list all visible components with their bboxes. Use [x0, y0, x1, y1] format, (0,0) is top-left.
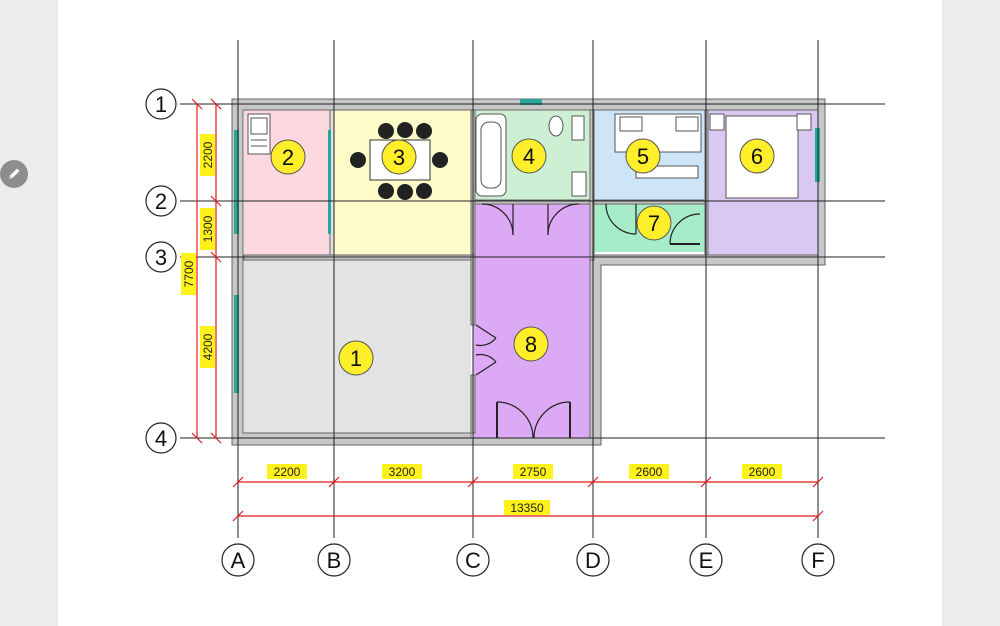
doors [475, 203, 701, 439]
room-marker-1 [338, 340, 374, 376]
row-label-2: 2 [155, 189, 167, 214]
row-marker-3 [145, 241, 177, 273]
row-marker-1 [145, 88, 177, 120]
bathroom-fixtures [475, 113, 587, 197]
dim-v-2: 1300 [201, 215, 215, 242]
dimension-highlights [181, 134, 782, 515]
dim-h-4: 2600 [636, 465, 663, 479]
column-axis-markers [221, 543, 835, 577]
dim-h-2: 3200 [389, 465, 416, 479]
room-label-2: 2 [282, 145, 294, 170]
col-label-a: A [231, 548, 246, 573]
dim-h-5: 2600 [749, 465, 776, 479]
room-marker-2 [270, 139, 306, 175]
row-marker-4 [145, 422, 177, 454]
row-label-4: 4 [155, 426, 167, 451]
room-markers: 1 2 3 4 5 6 7 8 [270, 138, 775, 376]
dimension-lines [191, 98, 824, 522]
row-label-1: 1 [155, 92, 167, 117]
room-marker-4 [511, 138, 547, 174]
col-label-b: B [327, 548, 342, 573]
room-label-1: 1 [350, 346, 362, 371]
col-marker-a [221, 543, 255, 577]
col-marker-b [317, 543, 351, 577]
row-marker-2 [145, 185, 177, 217]
dim-h-3: 2750 [520, 465, 547, 479]
dim-v-1: 2200 [201, 141, 215, 168]
row-axis-markers [145, 88, 177, 454]
room-marker-3 [381, 139, 417, 175]
room-label-7: 7 [648, 211, 660, 236]
col-marker-c [456, 543, 490, 577]
room-marker-5 [625, 138, 661, 174]
room-8-area [473, 204, 590, 438]
col-label-e: E [699, 548, 714, 573]
col-label-f: F [811, 548, 824, 573]
room-marker-6 [739, 138, 775, 174]
room-marker-8 [513, 326, 549, 362]
col-marker-f [801, 543, 835, 577]
floor-plan: 2200 3200 2750 2600 2600 13350 2200 1300… [145, 40, 885, 577]
room-label-3: 3 [393, 145, 405, 170]
grid-lines [180, 40, 885, 538]
col-marker-d [576, 543, 610, 577]
dim-v-total: 7700 [182, 260, 196, 287]
pencil-icon [9, 168, 20, 179]
dim-v-3: 4200 [201, 333, 215, 360]
row-label-3: 3 [155, 245, 167, 270]
room-marker-7 [636, 205, 672, 241]
room-label-4: 4 [523, 144, 535, 169]
dim-h-total: 13350 [510, 501, 544, 515]
kitchen-sink [247, 113, 271, 155]
col-marker-e [689, 543, 723, 577]
room-label-5: 5 [637, 144, 649, 169]
edit-button[interactable] [0, 160, 28, 188]
col-label-c: C [465, 548, 481, 573]
dim-h-1: 2200 [274, 465, 301, 479]
col-label-d: D [585, 548, 601, 573]
drawing-sheet: 2200 3200 2750 2600 2600 13350 2200 1300… [58, 0, 942, 626]
room-label-8: 8 [525, 332, 537, 357]
room-label-6: 6 [751, 144, 763, 169]
